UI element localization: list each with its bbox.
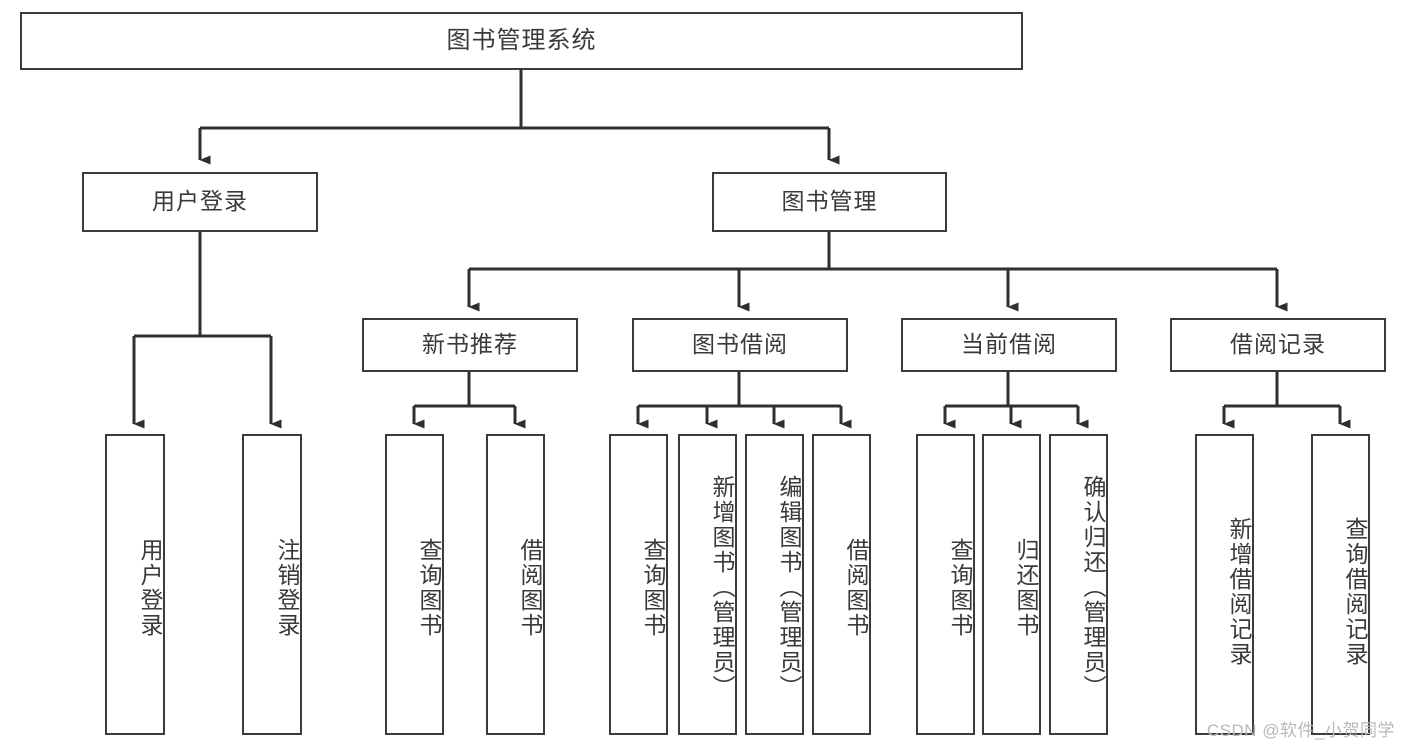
node-root-book-management-system[interactable]: 图书管理系统 xyxy=(20,12,1023,70)
node-leaf-borrow-book-1[interactable]: 借阅图书 xyxy=(486,434,545,735)
node-label: 借阅图书 xyxy=(517,537,543,638)
node-label: 图书借阅 xyxy=(692,331,788,358)
node-leaf-query-book-1[interactable]: 查询图书 xyxy=(385,434,444,735)
node-borrow-record[interactable]: 借阅记录 xyxy=(1170,318,1386,372)
node-label: 新增借阅记录 xyxy=(1226,516,1252,667)
node-label: 查询图书 xyxy=(640,537,666,638)
node-label: 查询借阅记录 xyxy=(1342,516,1368,667)
node-current-borrow[interactable]: 当前借阅 xyxy=(901,318,1117,372)
node-book-management[interactable]: 图书管理 xyxy=(712,172,947,232)
node-leaf-user-login[interactable]: 用户登录 xyxy=(105,434,165,735)
node-leaf-confirm-return-admin[interactable]: 确认归还（管理员） xyxy=(1049,434,1108,735)
node-label: 查询图书 xyxy=(947,537,973,638)
node-label: 新增图书（管理员） xyxy=(709,475,735,700)
node-label: 确认归还（管理员） xyxy=(1080,475,1106,700)
node-leaf-query-book-3[interactable]: 查询图书 xyxy=(916,434,975,735)
node-leaf-return-book[interactable]: 归还图书 xyxy=(982,434,1041,735)
node-leaf-query-borrow-record[interactable]: 查询借阅记录 xyxy=(1311,434,1370,735)
node-label: 查询图书 xyxy=(416,537,442,638)
node-label: 用户登录 xyxy=(152,188,248,215)
node-label: 图书管理系统 xyxy=(446,26,597,54)
node-label: 当前借阅 xyxy=(961,331,1057,358)
node-label: 新书推荐 xyxy=(422,331,518,358)
node-leaf-query-book-2[interactable]: 查询图书 xyxy=(609,434,668,735)
node-leaf-user-logout[interactable]: 注销登录 xyxy=(242,434,302,735)
node-label: 借阅记录 xyxy=(1230,331,1326,358)
node-leaf-borrow-book-2[interactable]: 借阅图书 xyxy=(812,434,871,735)
node-new-book-recommend[interactable]: 新书推荐 xyxy=(362,318,578,372)
node-label: 注销登录 xyxy=(274,537,300,638)
node-label: 归还图书 xyxy=(1013,537,1039,638)
node-label: 图书管理 xyxy=(781,188,878,215)
node-label: 编辑图书（管理员） xyxy=(776,475,802,700)
node-leaf-add-borrow-record[interactable]: 新增借阅记录 xyxy=(1195,434,1254,735)
node-leaf-edit-book-admin[interactable]: 编辑图书（管理员） xyxy=(745,434,804,735)
node-user-login[interactable]: 用户登录 xyxy=(82,172,318,232)
node-book-borrow[interactable]: 图书借阅 xyxy=(632,318,848,372)
node-label: 借阅图书 xyxy=(843,537,869,638)
node-leaf-add-book-admin[interactable]: 新增图书（管理员） xyxy=(678,434,737,735)
node-label: 用户登录 xyxy=(137,537,163,638)
